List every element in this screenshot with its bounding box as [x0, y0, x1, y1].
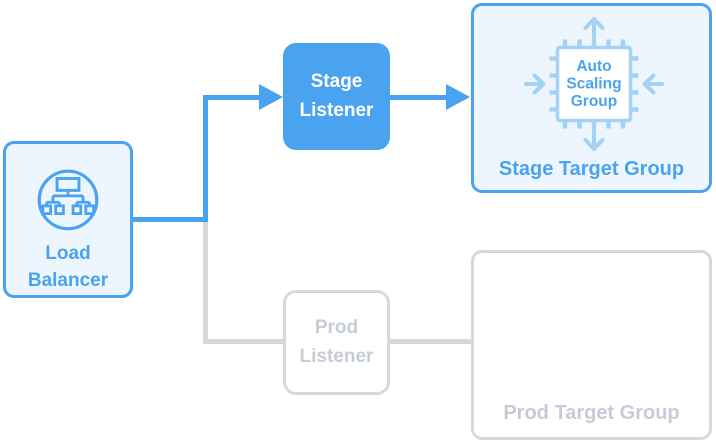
connector-stage-branch-horizontal — [203, 95, 261, 100]
auto-scaling-group-label-line3: Group — [571, 93, 618, 110]
scale-in-right-arrow-icon — [642, 73, 664, 95]
load-balancer-network-icon — [37, 169, 99, 231]
node-prod-target-group: Prod Target Group — [471, 250, 712, 440]
connector-loadbalancer-stem — [133, 217, 208, 222]
stage-listener-label: Stage Listener — [299, 71, 374, 121]
prod-listener-label: Prod Listener — [299, 317, 374, 367]
chip-pins — [549, 39, 639, 129]
node-stage-target-group: Auto Scaling Group Stage Target Group — [471, 3, 712, 193]
load-balancer-label: Load Balancer — [27, 242, 109, 292]
connector-stage-branch-vertical — [203, 95, 208, 222]
connector-stage-listener-to-target — [390, 95, 448, 100]
stage-target-group-label: Stage Target Group — [498, 158, 685, 180]
connector-prod-listener-to-target — [389, 339, 471, 344]
auto-scaling-chip-icon: Auto Scaling Group — [524, 17, 664, 151]
connector-prod-branch-horizontal — [203, 339, 283, 344]
arrowhead-into-stage-target-group — [446, 84, 470, 110]
auto-scaling-group-label-line2: Scaling — [566, 76, 621, 93]
scale-up-arrow-icon — [583, 17, 605, 40]
node-stage-listener: Stage Listener — [283, 43, 390, 150]
scale-down-arrow-icon — [583, 128, 605, 151]
node-load-balancer: Load Balancer — [3, 141, 133, 298]
node-prod-listener: Prod Listener — [283, 290, 390, 395]
connector-prod-branch-vertical — [203, 222, 208, 344]
chip-body — [555, 45, 633, 123]
scale-in-left-arrow-icon — [524, 73, 546, 95]
prod-target-group-label: Prod Target Group — [503, 402, 680, 424]
arrowhead-into-stage-listener — [259, 84, 283, 110]
auto-scaling-group-label-line1: Auto — [576, 58, 611, 75]
